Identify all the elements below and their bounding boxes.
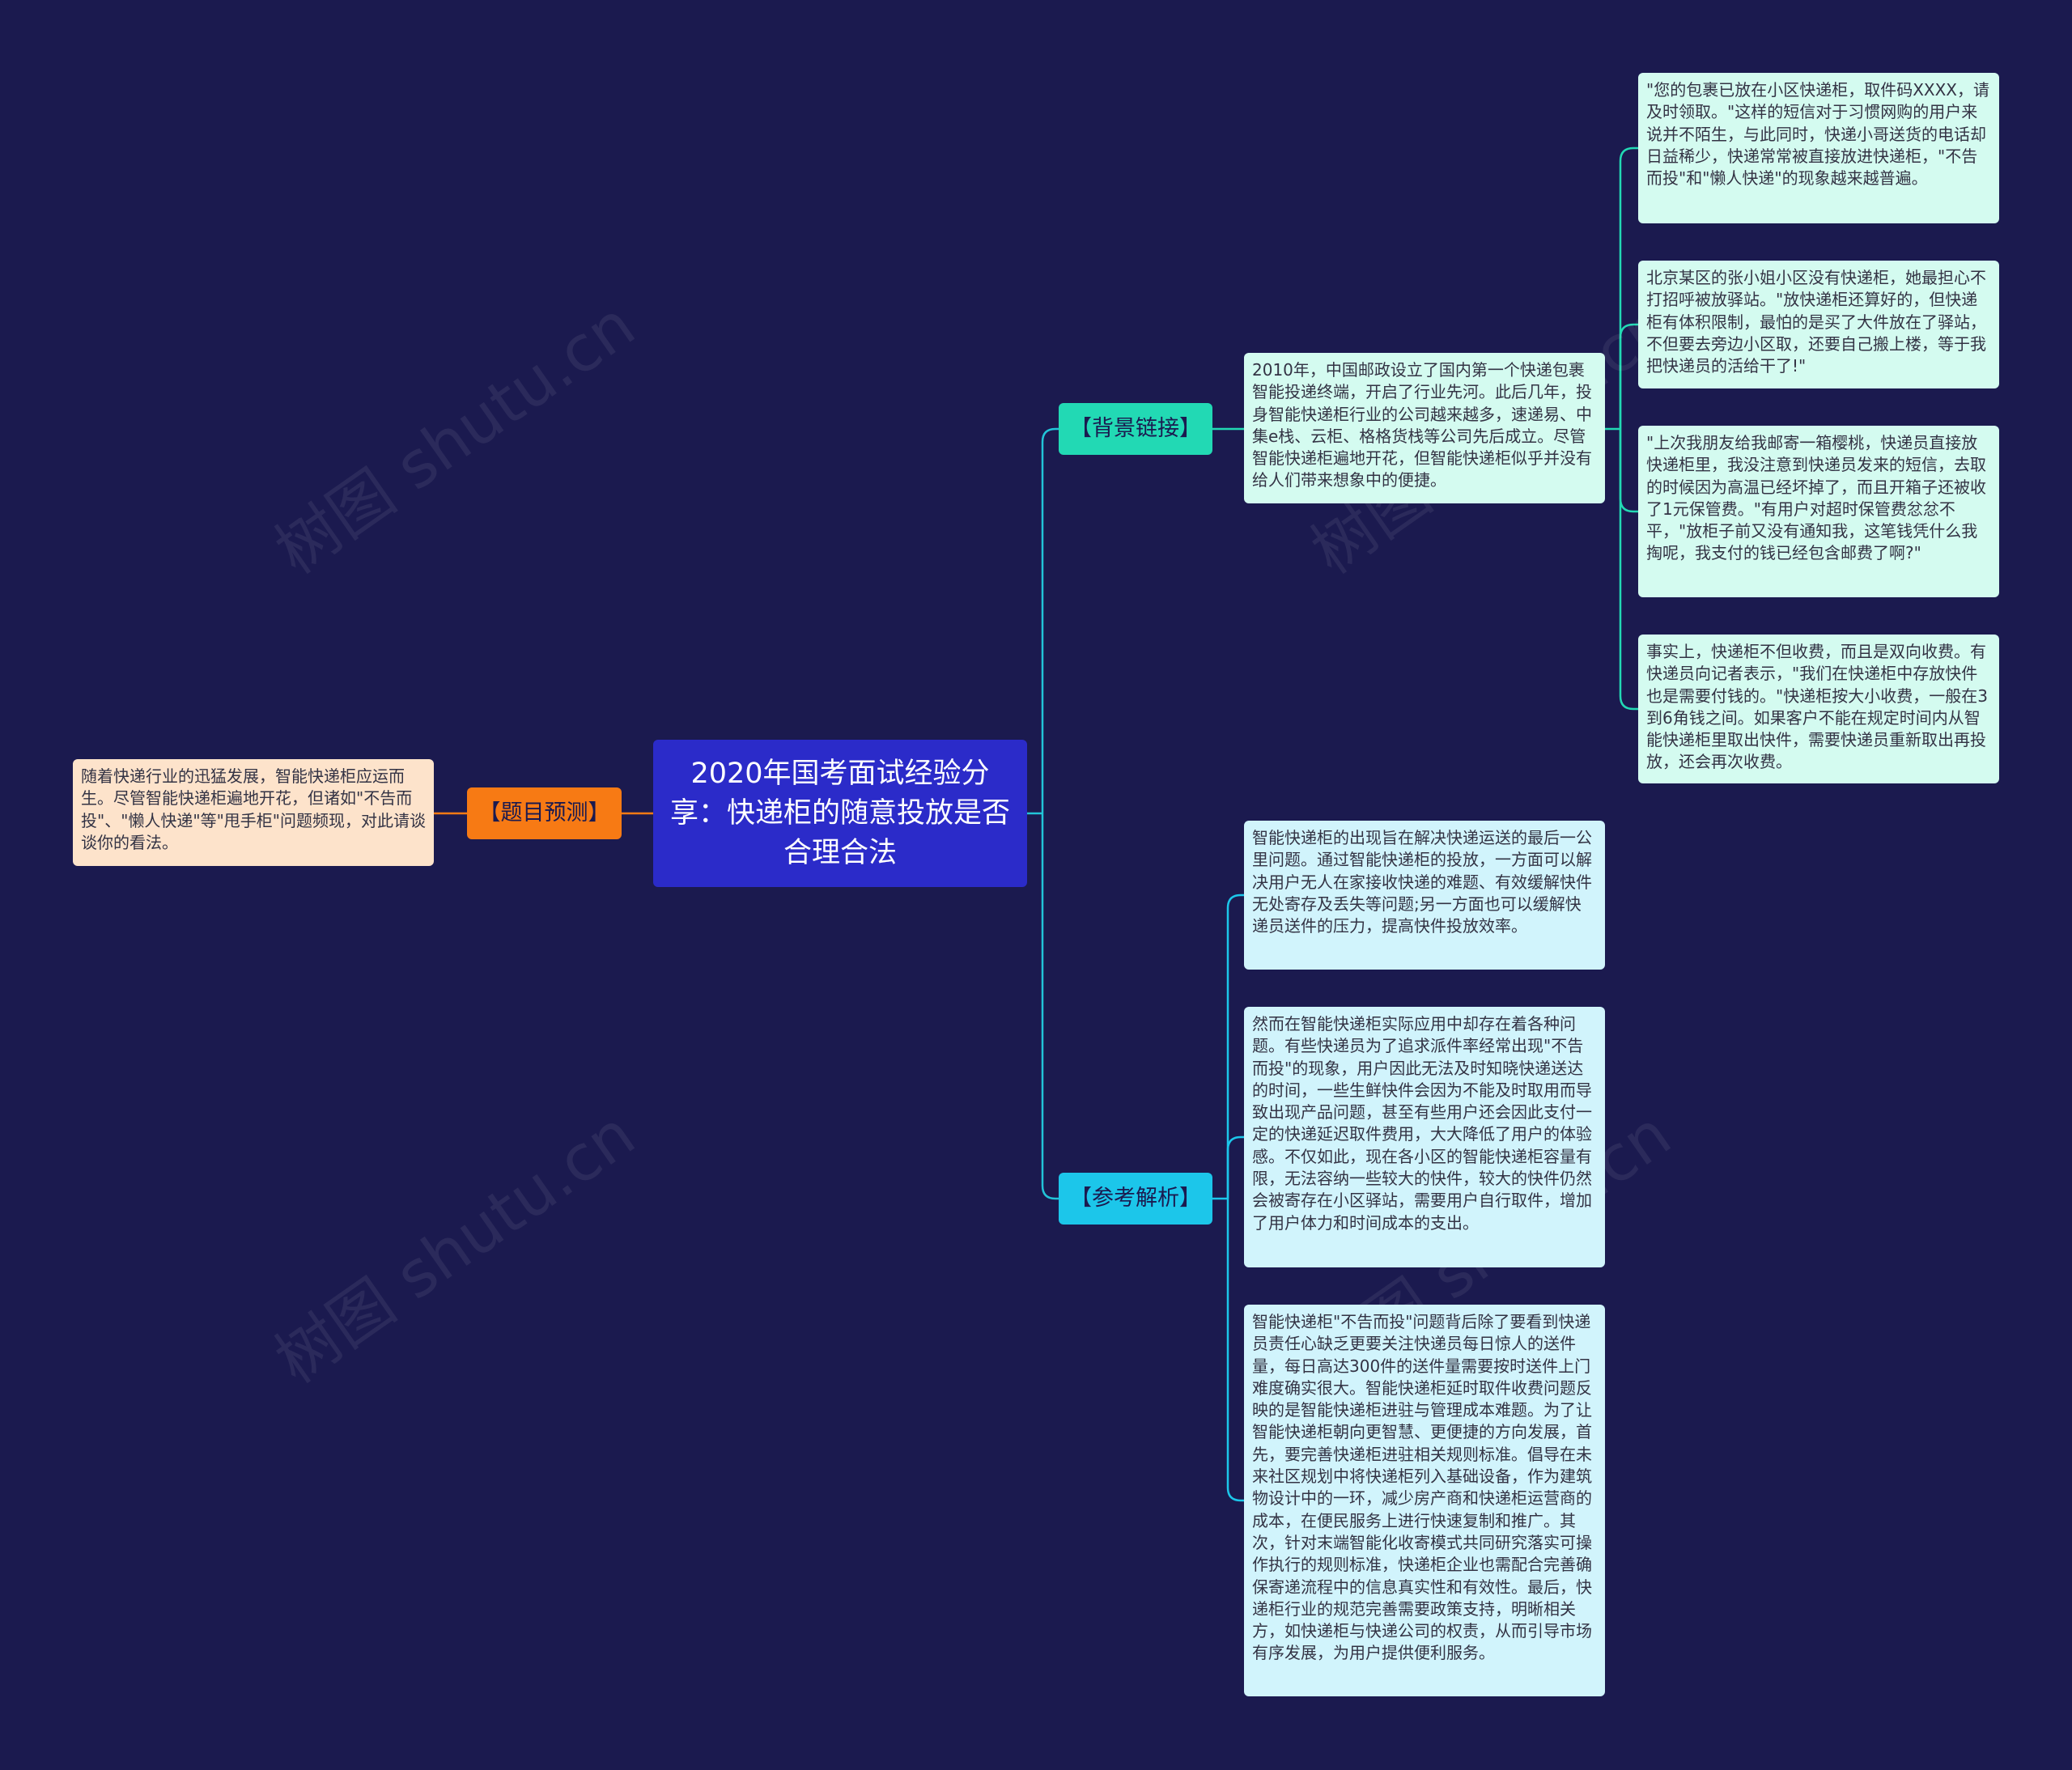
reference-child-leaf[interactable]: 然而在智能快递柜实际应用中却存在着各种问题。有些快递员为了追求派件率经常出现"不…	[1244, 1007, 1605, 1267]
link-ref-c2	[1226, 1135, 1244, 1199]
link-trunk-bg	[1041, 427, 1059, 813]
reference-child-leaf[interactable]: 智能快递柜的出现旨在解决快递运送的最后一公里问题。通过智能快递柜的投放，一方面可…	[1244, 821, 1605, 970]
background-main-leaf[interactable]: 2010年，中国邮政设立了国内第一个快递包裹智能投递终端，开启了行业先河。此后几…	[1244, 353, 1605, 503]
background-child-leaf[interactable]: 事实上，快递柜不但收费，而且是双向收费。有快递员向记者表示，"我们在快递柜中存放…	[1638, 635, 1999, 783]
predict-leaf[interactable]: 随着快递行业的迅猛发展，智能快递柜应运而生。尽管智能快递柜遍地开花，但诸如"不告…	[73, 759, 434, 866]
link-trunk-ref	[1041, 813, 1059, 1200]
link-bg-c2	[1619, 323, 1638, 429]
link-bg-c4	[1619, 429, 1638, 711]
link-ref-c3	[1226, 1199, 1244, 1502]
link-bg-c1	[1619, 146, 1638, 429]
link-bg-c3	[1619, 429, 1638, 513]
link-ref-c1	[1226, 893, 1244, 1199]
branch-reference-tag[interactable]: 【参考解析】	[1059, 1173, 1212, 1225]
branch-predict-tag[interactable]: 【题目预测】	[467, 787, 622, 839]
branch-background-tag[interactable]: 【背景链接】	[1059, 403, 1212, 455]
reference-child-leaf[interactable]: 智能快递柜"不告而投"问题背后除了要看到快递员责任心缺乏更要关注快递员每日惊人的…	[1244, 1305, 1605, 1696]
background-child-leaf[interactable]: 北京某区的张小姐小区没有快递柜，她最担心不打招呼被放驿站。"放快递柜还算好的，但…	[1638, 261, 1999, 388]
root-title: 2020年国考面试经验分享：快递柜的随意投放是否合理合法	[669, 757, 1010, 869]
background-child-leaf[interactable]: "您的包裹已放在小区快递柜，取件码XXXX，请及时领取。"这样的短信对于习惯网购…	[1638, 73, 1999, 223]
background-child-leaf[interactable]: "上次我朋友给我邮寄一箱樱桃，快递员直接放快递柜里，我没注意到快递员发来的短信，…	[1638, 426, 1999, 597]
root-topic[interactable]: 2020年国考面试经验分享：快递柜的随意投放是否合理合法	[653, 740, 1027, 887]
